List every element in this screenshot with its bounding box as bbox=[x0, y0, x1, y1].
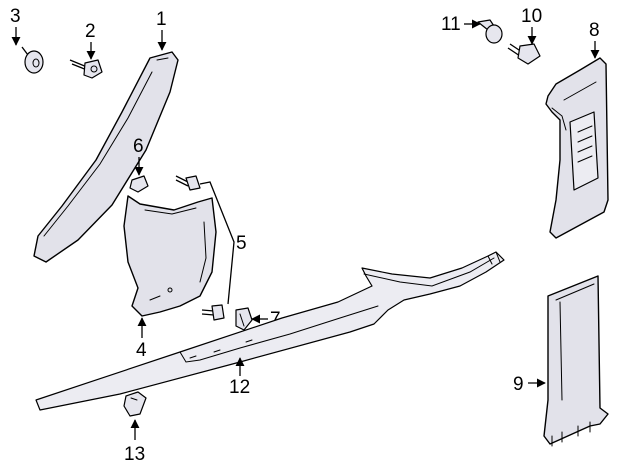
callout-6-label: 6 bbox=[133, 136, 144, 157]
callout-13: 13 bbox=[124, 419, 145, 465]
callout-5-label: 5 bbox=[236, 233, 247, 254]
part-1-pillar-trim bbox=[33, 51, 179, 263]
part-7-cap bbox=[235, 307, 253, 331]
part-8-pillar-upper-trim bbox=[545, 57, 609, 239]
part-10-screw bbox=[507, 43, 541, 65]
callout-2: 2 bbox=[85, 21, 96, 60]
part-12-sill-plate bbox=[35, 251, 505, 411]
callout-13-label: 13 bbox=[124, 444, 145, 465]
callout-7-label: 7 bbox=[270, 309, 281, 330]
part-2-screw bbox=[69, 59, 103, 79]
callout-12-label: 12 bbox=[229, 377, 250, 398]
part-5-screw-upper bbox=[175, 175, 201, 191]
callout-4-label: 4 bbox=[136, 340, 147, 361]
part-9-pillar-lower-trim bbox=[543, 275, 609, 447]
callout-5-bracket bbox=[199, 181, 235, 305]
part-5-cowl-trim-panel bbox=[123, 195, 217, 317]
part-5-screw-lower bbox=[201, 304, 225, 321]
callout-8-label: 8 bbox=[589, 20, 600, 41]
callout-5: 5 bbox=[199, 181, 247, 305]
callout-3-label: 3 bbox=[10, 6, 21, 27]
callout-7: 7 bbox=[251, 309, 281, 330]
callout-2-label: 2 bbox=[85, 21, 96, 42]
callout-3: 3 bbox=[10, 6, 21, 46]
callout-9: 9 bbox=[513, 374, 546, 395]
callout-10: 10 bbox=[521, 6, 542, 45]
callout-10-label: 10 bbox=[521, 6, 542, 27]
part-11-push-clip bbox=[477, 19, 503, 44]
callout-11-label: 11 bbox=[441, 14, 461, 35]
callout-6: 6 bbox=[133, 136, 144, 176]
part-3-push-clip bbox=[21, 46, 44, 74]
callout-11: 11 bbox=[441, 14, 481, 35]
callout-12: 12 bbox=[229, 357, 250, 398]
callout-1-label: 1 bbox=[156, 9, 167, 30]
callout-8: 8 bbox=[589, 20, 600, 59]
callout-9-label: 9 bbox=[513, 374, 524, 395]
part-6-clip bbox=[129, 175, 149, 193]
part-13-clip bbox=[123, 391, 147, 417]
callout-4: 4 bbox=[136, 317, 147, 361]
callout-1: 1 bbox=[156, 9, 167, 51]
